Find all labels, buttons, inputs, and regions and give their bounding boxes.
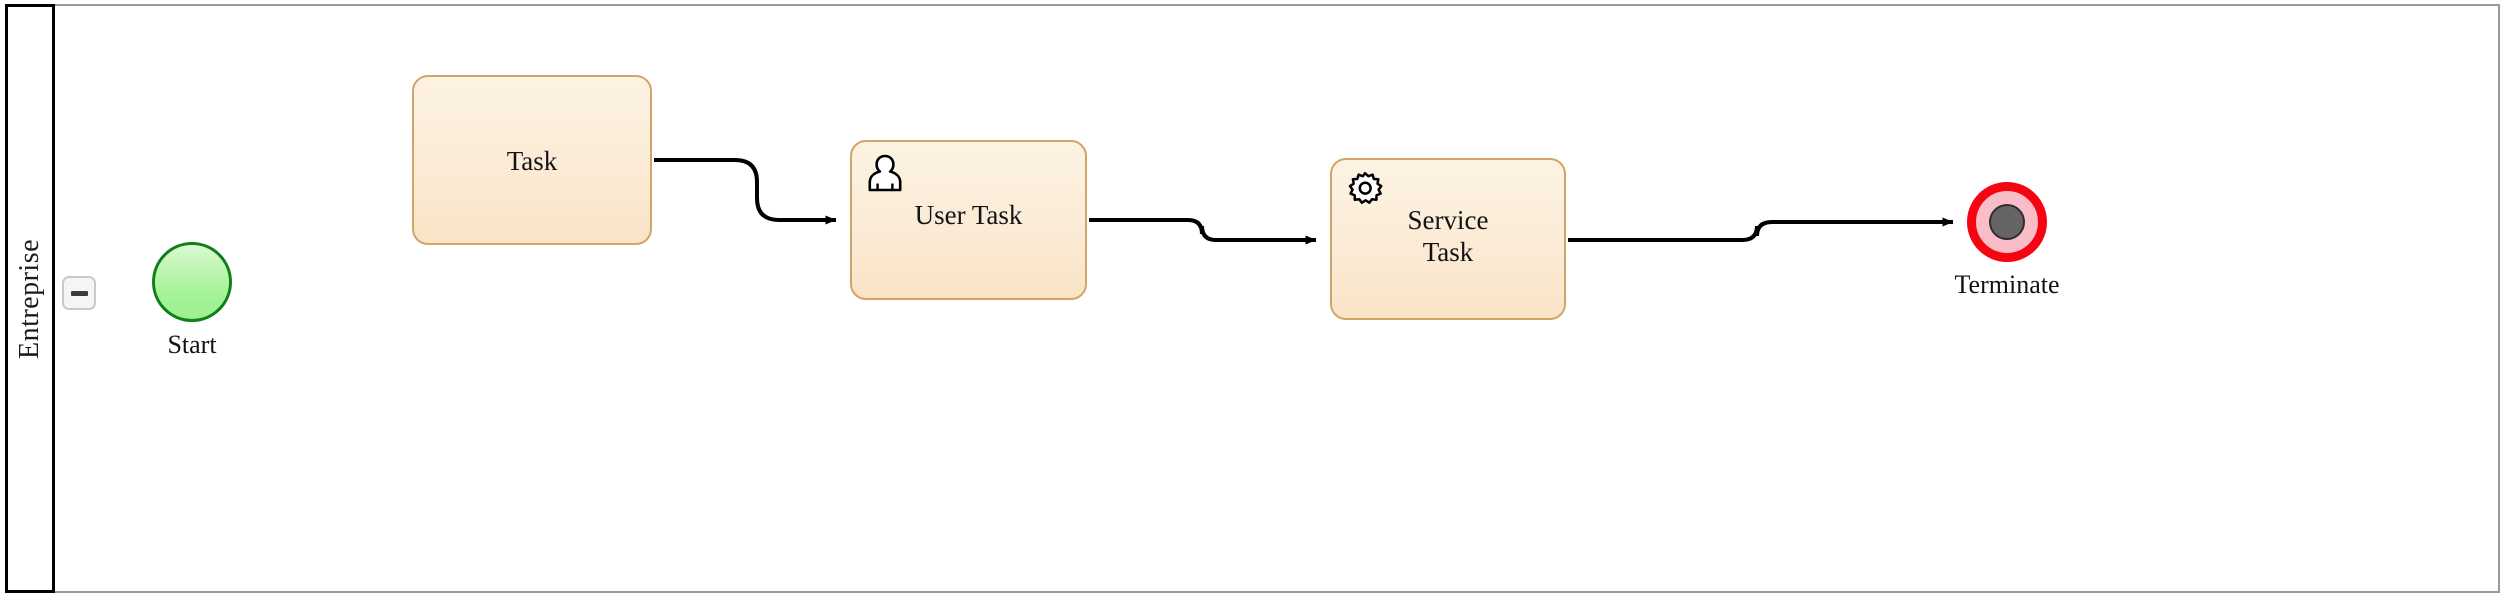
pool-name-label: Entreprise: [14, 238, 45, 359]
terminate-inner-circle: [1989, 204, 2025, 240]
minus-icon: [70, 290, 88, 296]
task-node[interactable]: Task: [412, 75, 652, 245]
service-task-node-label: Service Task: [1407, 205, 1489, 267]
user-task-node[interactable]: User Task: [850, 140, 1087, 300]
pool-header[interactable]: Entreprise: [5, 4, 55, 593]
terminate-end-event[interactable]: [1967, 182, 2047, 262]
terminate-outer-ring: [1967, 182, 2047, 262]
terminate-end-event-label: Terminate: [1954, 270, 2060, 299]
user-task-node-label: User Task: [914, 200, 1023, 230]
pool-collapse-button[interactable]: [62, 276, 96, 310]
user-icon: [868, 154, 902, 192]
task-node-label: Task: [506, 146, 558, 176]
start-event[interactable]: [152, 242, 232, 322]
gear-icon: [1348, 171, 1383, 204]
service-task-node[interactable]: Service Task: [1330, 158, 1566, 320]
start-event-label: Start: [167, 330, 217, 359]
